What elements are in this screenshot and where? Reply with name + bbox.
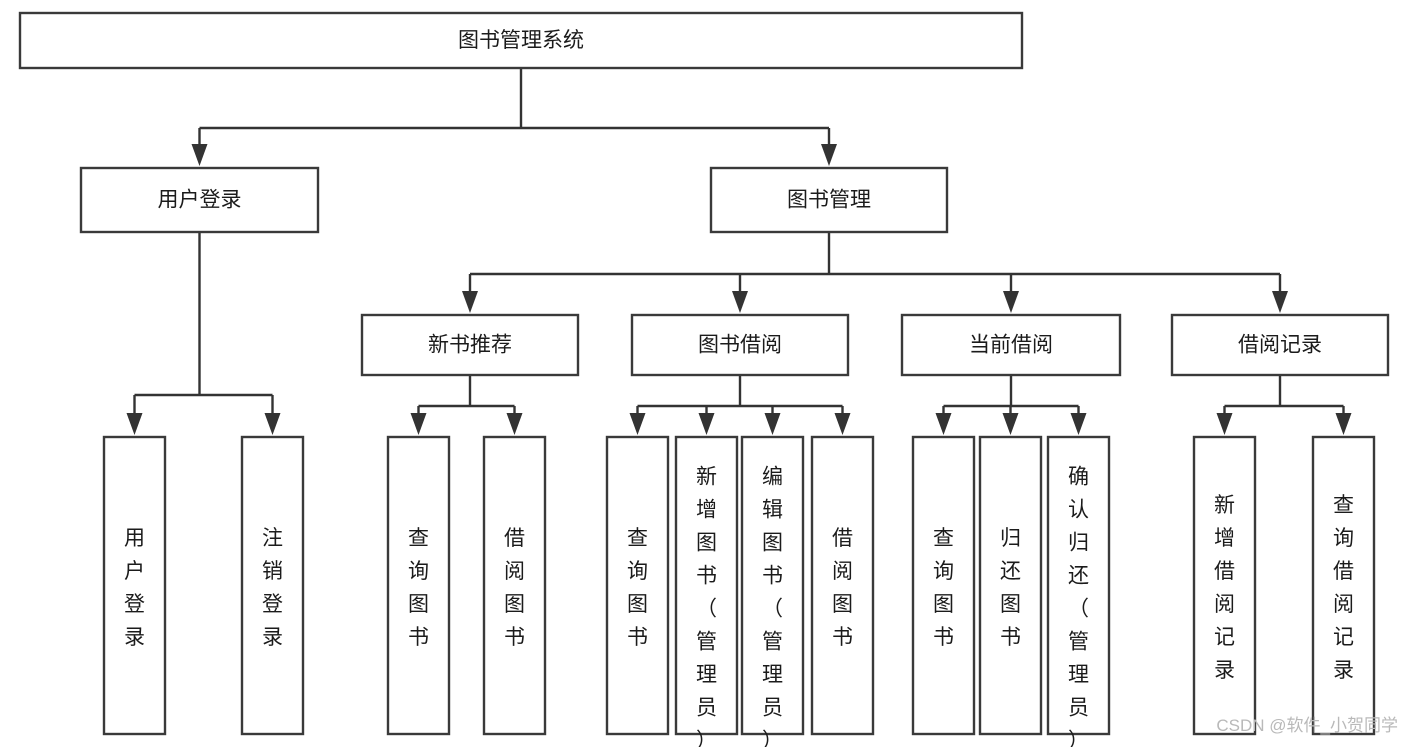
arrow-head-icon xyxy=(764,413,781,435)
arrow-head-icon xyxy=(935,413,952,435)
node-box[interactable] xyxy=(102,435,167,736)
arrow-head-icon xyxy=(191,144,208,166)
node-label: 借阅图书 xyxy=(504,527,525,649)
arrow-head-icon xyxy=(1216,413,1233,435)
arrow-head-icon xyxy=(1070,413,1087,435)
arrow-head-icon xyxy=(834,413,851,435)
node-borrow-record[interactable]: 借阅记录 xyxy=(1170,313,1390,377)
arrow-head-icon xyxy=(410,413,427,435)
node-label: 用户登录 xyxy=(158,189,242,212)
node-root[interactable]: 图书管理系统 xyxy=(18,11,1024,70)
node-label: 图书管理 xyxy=(787,189,871,212)
node-label: 查询借阅记录 xyxy=(1333,494,1354,682)
node-box[interactable] xyxy=(360,313,580,377)
node-leaf-logout[interactable]: 注销登录 xyxy=(240,435,305,736)
node-leaf-query-book-rec[interactable]: 查询图书 xyxy=(386,435,451,736)
node-box[interactable] xyxy=(709,166,949,234)
arrow-head-icon xyxy=(1002,413,1019,435)
node-box[interactable] xyxy=(911,435,976,736)
node-leaf-query-book-cur[interactable]: 查询图书 xyxy=(911,435,976,736)
node-box[interactable] xyxy=(605,435,670,736)
node-label: 当前借阅 xyxy=(969,334,1053,357)
node-layer: 图书管理系统用户登录图书管理新书推荐图书借阅当前借阅借阅记录用户登录注销登录查询… xyxy=(18,11,1390,752)
csdn-watermark: CSDN @软件_小贺同学 xyxy=(1216,716,1398,735)
node-label: 新增图书（管理员） xyxy=(696,465,717,747)
node-label: 借阅图书 xyxy=(832,527,853,649)
node-leaf-return-book[interactable]: 归还图书 xyxy=(978,435,1043,736)
arrow-head-icon xyxy=(732,291,748,313)
node-current-borrow[interactable]: 当前借阅 xyxy=(900,313,1122,377)
arrow-head-icon xyxy=(1335,413,1352,435)
node-box[interactable] xyxy=(1311,435,1376,736)
arrow-head-icon xyxy=(821,144,837,166)
node-label: 图书借阅 xyxy=(698,334,782,357)
node-leaf-user-login[interactable]: 用户登录 xyxy=(102,435,167,736)
arrow-head-icon xyxy=(698,413,715,435)
node-book-borrow[interactable]: 图书借阅 xyxy=(630,313,850,377)
arrow-head-icon xyxy=(629,413,646,435)
connector-layer xyxy=(126,68,1352,435)
node-leaf-confirm-return[interactable]: 确认归还（管理员） xyxy=(1046,435,1111,752)
node-box[interactable] xyxy=(1192,435,1257,736)
node-leaf-query-record[interactable]: 查询借阅记录 xyxy=(1311,435,1376,736)
node-label: 查询图书 xyxy=(627,527,648,649)
arrow-head-icon xyxy=(1003,291,1019,313)
node-box[interactable] xyxy=(900,313,1122,377)
node-book-manage[interactable]: 图书管理 xyxy=(709,166,949,234)
node-label: 确认归还（管理员） xyxy=(1068,465,1089,747)
node-box[interactable] xyxy=(79,166,320,234)
node-box[interactable] xyxy=(740,435,805,736)
node-box[interactable] xyxy=(810,435,875,736)
node-label: 编辑图书（管理员） xyxy=(762,465,783,747)
node-box[interactable] xyxy=(674,435,739,736)
node-label: 新增借阅记录 xyxy=(1214,494,1235,682)
node-label: 查询图书 xyxy=(408,527,429,649)
arrow-head-icon xyxy=(506,413,523,435)
node-label: 查询图书 xyxy=(933,527,954,649)
node-box[interactable] xyxy=(1046,435,1111,736)
node-leaf-borrow-book-rec[interactable]: 借阅图书 xyxy=(482,435,547,736)
node-label: 借阅记录 xyxy=(1238,334,1322,357)
arrow-head-icon xyxy=(1272,291,1288,313)
arrow-head-icon xyxy=(462,291,478,313)
node-label: 用户登录 xyxy=(124,527,145,649)
node-leaf-edit-book[interactable]: 编辑图书（管理员） xyxy=(740,435,805,752)
node-box[interactable] xyxy=(1170,313,1390,377)
arrow-head-icon xyxy=(126,413,143,435)
node-leaf-query-book-borrow[interactable]: 查询图书 xyxy=(605,435,670,736)
node-user-login[interactable]: 用户登录 xyxy=(79,166,320,234)
node-label: 图书管理系统 xyxy=(458,29,584,52)
node-leaf-add-book[interactable]: 新增图书（管理员） xyxy=(674,435,739,752)
node-box[interactable] xyxy=(18,11,1024,70)
node-leaf-add-record[interactable]: 新增借阅记录 xyxy=(1192,435,1257,736)
node-box[interactable] xyxy=(240,435,305,736)
arrow-head-icon xyxy=(264,413,281,435)
node-new-book-rec[interactable]: 新书推荐 xyxy=(360,313,580,377)
node-label: 注销登录 xyxy=(262,527,283,649)
node-box[interactable] xyxy=(482,435,547,736)
node-label: 归还图书 xyxy=(1000,527,1021,649)
node-leaf-borrow-book[interactable]: 借阅图书 xyxy=(810,435,875,736)
node-label: 新书推荐 xyxy=(428,334,512,357)
node-box[interactable] xyxy=(386,435,451,736)
node-box[interactable] xyxy=(978,435,1043,736)
node-box[interactable] xyxy=(630,313,850,377)
